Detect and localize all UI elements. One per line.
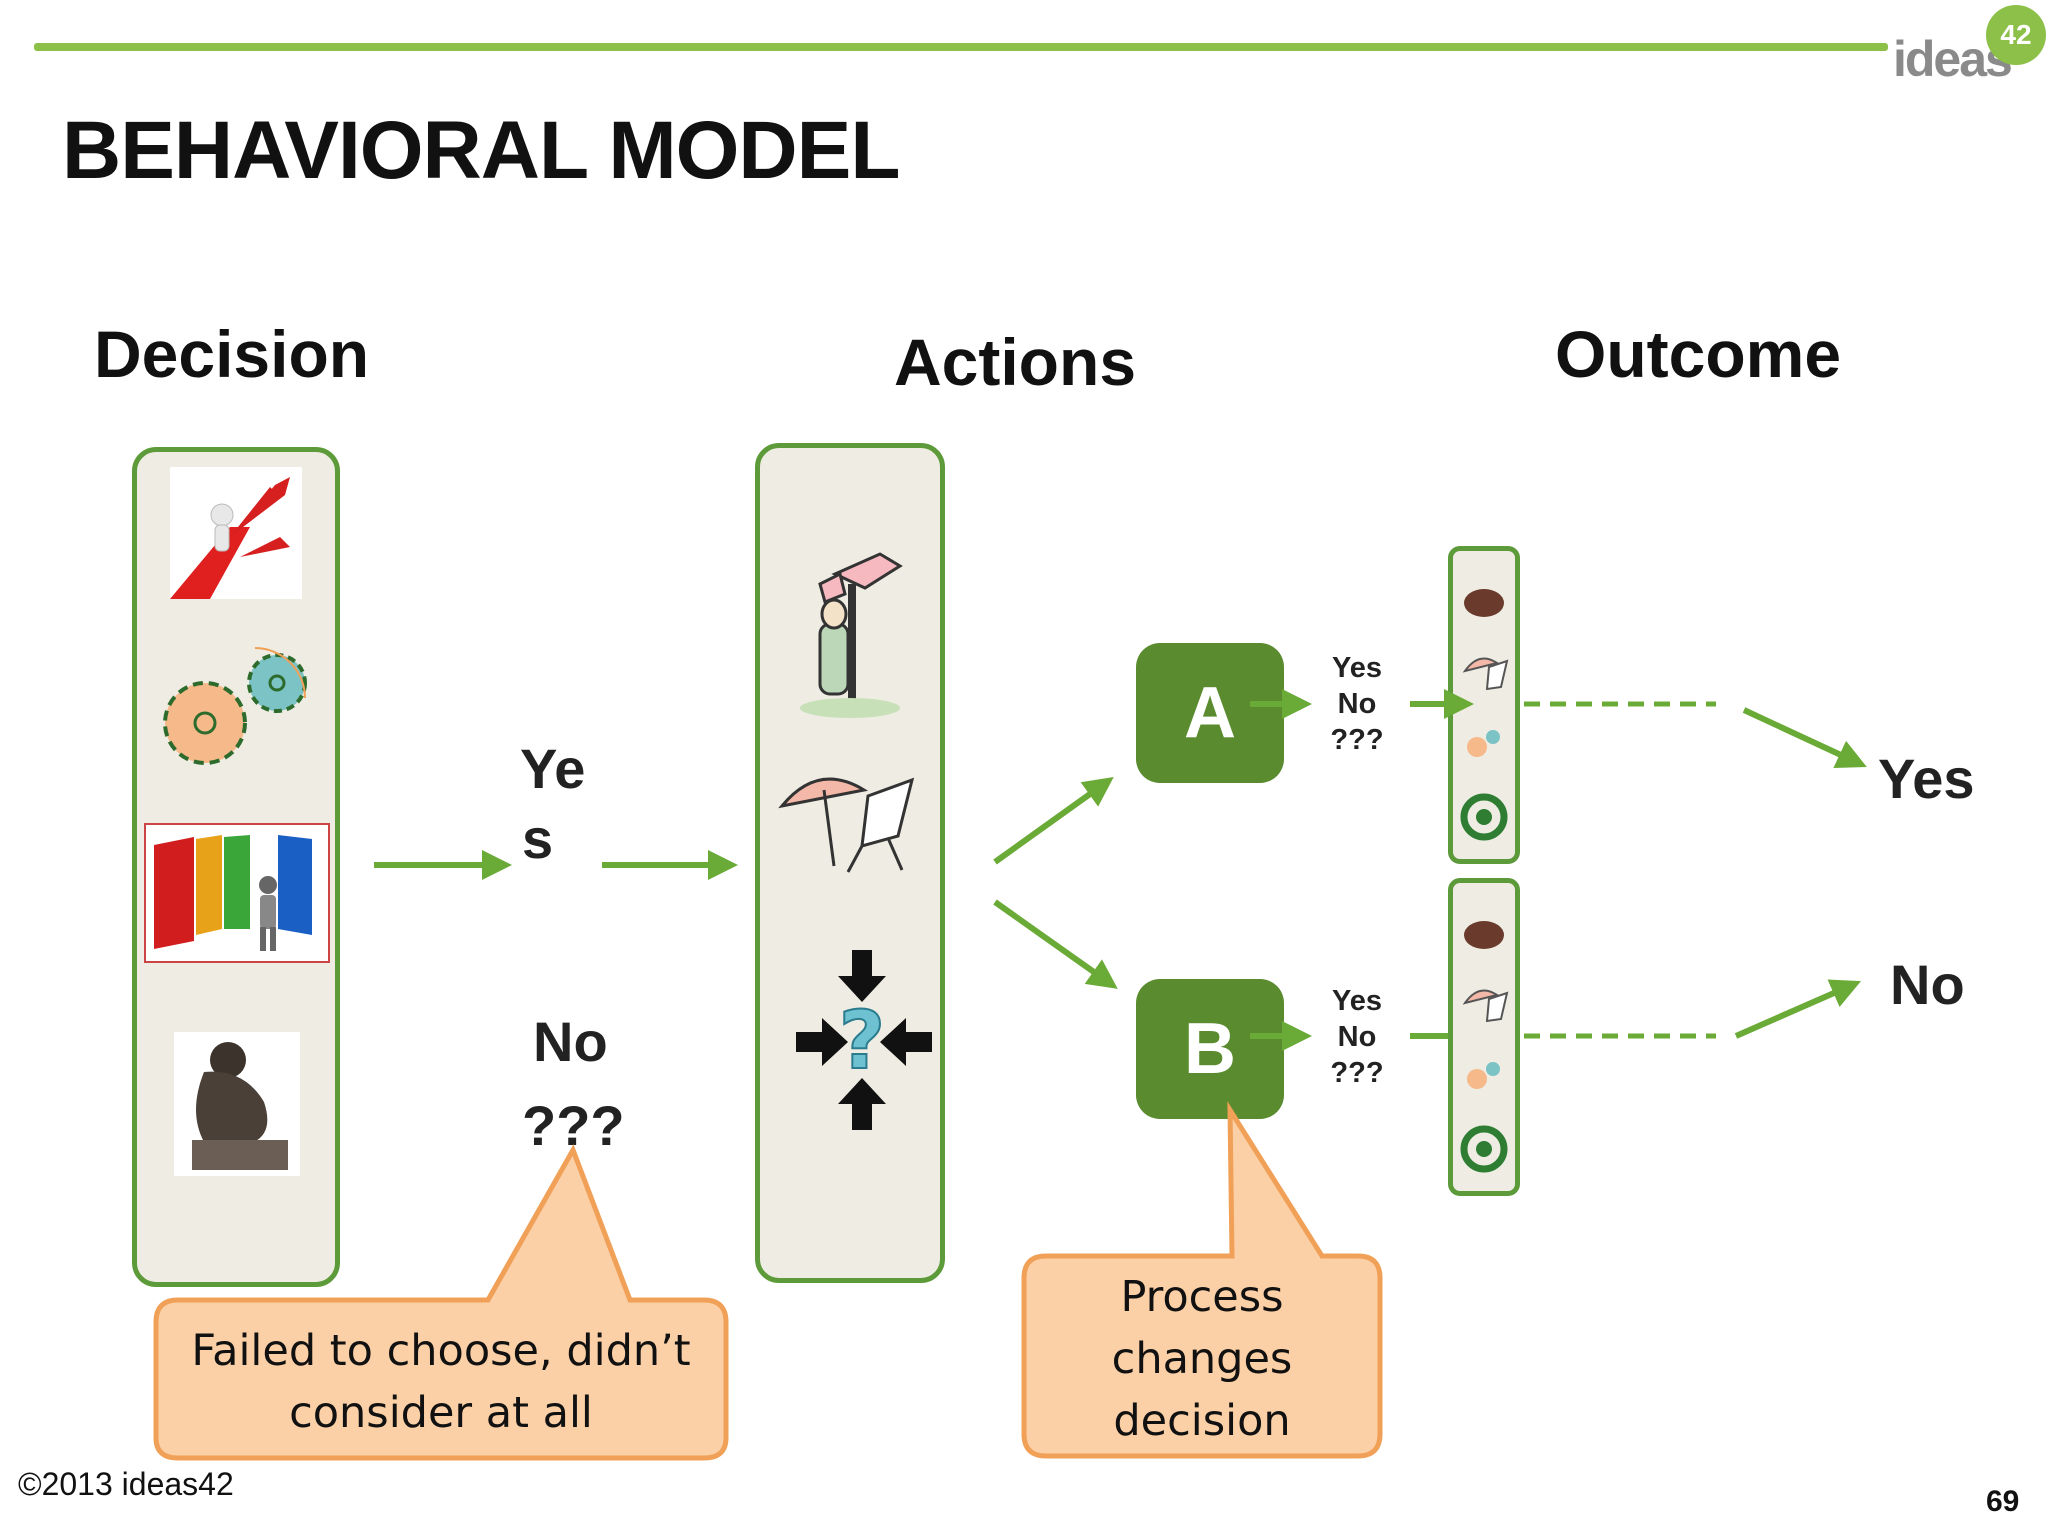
header-outcome: Outcome <box>1555 317 1842 391</box>
choice-b-results: Yes No ??? <box>1307 983 1407 1091</box>
callout-failed-text: Failed to choose, didn’t consider at all <box>156 1320 726 1444</box>
choice-a-yes: Yes <box>1332 652 1382 684</box>
choice-a-results: Yes No ??? <box>1307 650 1407 758</box>
callout-process-line3: decision <box>1113 1396 1291 1446</box>
logo-badge: 42 <box>1986 5 2046 65</box>
outcome-no: No <box>1890 953 1965 1016</box>
choice-a-no: No <box>1337 688 1377 720</box>
choice-b-yes: Yes <box>1332 985 1382 1017</box>
header-decision: Decision <box>94 317 370 391</box>
callout-process-line1: Process <box>1120 1272 1284 1322</box>
question-arrows-icon: ? <box>796 950 932 1130</box>
callout-process-line2: changes <box>1111 1334 1293 1384</box>
callout-process-shape <box>1021 1101 1383 1459</box>
gears-icon <box>155 628 315 788</box>
actions-column <box>755 443 945 1283</box>
arrow-to-outcome-yes <box>1742 707 1867 769</box>
outcome-stack-b <box>1448 878 1520 1196</box>
header-actions: Actions <box>894 325 1137 399</box>
arrow-actions-to-b <box>993 899 1118 989</box>
copyright: ©2013 ideas42 <box>18 1466 234 1502</box>
beach-chair-icon <box>778 766 918 876</box>
doors-choice-icon <box>144 823 330 963</box>
svg-text:?: ? <box>839 994 885 1087</box>
thinker-statue-icon <box>174 1032 300 1176</box>
outcome-yes: Yes <box>1878 747 1975 810</box>
choice-b-no: No <box>1337 1021 1377 1053</box>
arrow-to-outcome-no <box>1734 979 1861 1039</box>
direction-sign-icon <box>790 544 910 724</box>
choice-b-box: B <box>1136 979 1284 1119</box>
page-number: 69 <box>1986 1485 2020 1518</box>
arrow-actions-to-a <box>993 777 1114 865</box>
choice-b-unknown: ??? <box>1330 1057 1384 1089</box>
decision-no: No <box>533 1010 608 1073</box>
choice-a-unknown: ??? <box>1330 724 1384 756</box>
callout-failed-line2: consider at all <box>289 1388 593 1438</box>
slide-title: BEHAVIORAL MODEL <box>62 105 900 196</box>
callout-failed-line1: Failed to choose, didn’t <box>191 1326 691 1376</box>
callout-failed-shape <box>153 1144 729 1461</box>
crossroads-arrows-icon <box>170 467 302 599</box>
decision-yes-line1: Ye <box>520 737 586 800</box>
top-rule <box>34 43 1888 51</box>
callout-process-text: Process changes decision <box>1024 1266 1380 1452</box>
decision-yes-line2: s <box>522 807 554 870</box>
choice-a-box: A <box>1136 643 1284 783</box>
